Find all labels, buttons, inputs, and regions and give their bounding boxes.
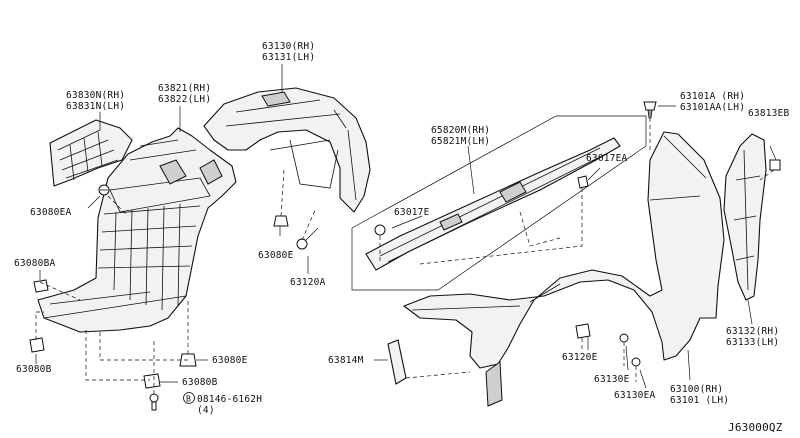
label-63101a: 63101A (RH) (680, 91, 745, 102)
splash-shield-63830n (49, 119, 133, 187)
label-63080ea: 63080EA (30, 207, 72, 218)
leader-lines (35, 64, 777, 389)
label-63130: 63130(RH) (262, 41, 315, 52)
diagram-code: J63000QZ (728, 421, 783, 434)
label-08146-qty: (4) (197, 405, 215, 416)
clip-63080ba (33, 279, 49, 293)
label-65820m: 65820M(RH) (431, 125, 490, 136)
label-63080e-bottom: 63080E (212, 355, 248, 366)
label-63814m: 63814M (328, 355, 364, 366)
screw-63130e (619, 333, 629, 343)
clip-63080e-top (273, 215, 289, 227)
cover-63814m (387, 339, 407, 385)
assembly-lines (35, 118, 775, 394)
clip-63017e (374, 224, 386, 236)
bolt-mark-circle: B (183, 392, 195, 404)
label-63100: 63100(RH) (670, 384, 723, 395)
label-63831n: 63831N(LH) (66, 101, 125, 112)
label-63130e: 63130E (594, 374, 630, 385)
screw-63130ea (631, 357, 641, 367)
label-63080e-top: 63080E (258, 250, 294, 261)
clip-63813eb (769, 159, 781, 171)
bolt-08146 (149, 393, 159, 411)
label-63821: 63821(RH) (158, 83, 211, 94)
front-fender-63100 (403, 131, 725, 407)
clip-63080b-left (29, 337, 45, 353)
label-63120a: 63120A (290, 277, 326, 288)
clip-63120e (575, 323, 591, 339)
fender-protector-63821 (37, 127, 237, 333)
label-63822: 63822(LH) (158, 94, 211, 105)
label-63017e: 63017E (394, 207, 430, 218)
group-box-65820m (351, 115, 647, 291)
label-63101aa: 63101AA(LH) (680, 102, 745, 113)
label-08146-mark: B (186, 395, 191, 404)
label-63101: 63101 (LH) (670, 395, 729, 406)
fender-bracket-63132 (723, 133, 767, 301)
screw-63017ea (577, 175, 589, 189)
screw-63120a (296, 227, 319, 250)
label-63017ea: 63017EA (586, 153, 628, 164)
label-63830n: 63830N(RH) (66, 90, 125, 101)
label-63130ea: 63130EA (614, 390, 656, 401)
clip-63080ea (98, 184, 110, 196)
label-63080ba: 63080BA (14, 258, 56, 269)
label-63132: 63132(RH) (726, 326, 779, 337)
label-65821m: 65821M(LH) (431, 136, 490, 147)
label-63080b-bottom: 63080B (182, 377, 218, 388)
label-63133: 63133(LH) (726, 337, 779, 348)
clip-63080b-bottom (143, 373, 161, 389)
hood-seal-65820m (365, 137, 621, 271)
label-63131: 63131(LH) (262, 52, 315, 63)
fender-protector-63130 (203, 87, 371, 213)
label-63080b-left: 63080B (16, 364, 52, 375)
label-63813eb: 63813EB (748, 108, 790, 119)
label-08146: 08146-6162H (197, 394, 262, 405)
bolt-63101a (643, 101, 657, 119)
label-63120e: 63120E (562, 352, 598, 363)
